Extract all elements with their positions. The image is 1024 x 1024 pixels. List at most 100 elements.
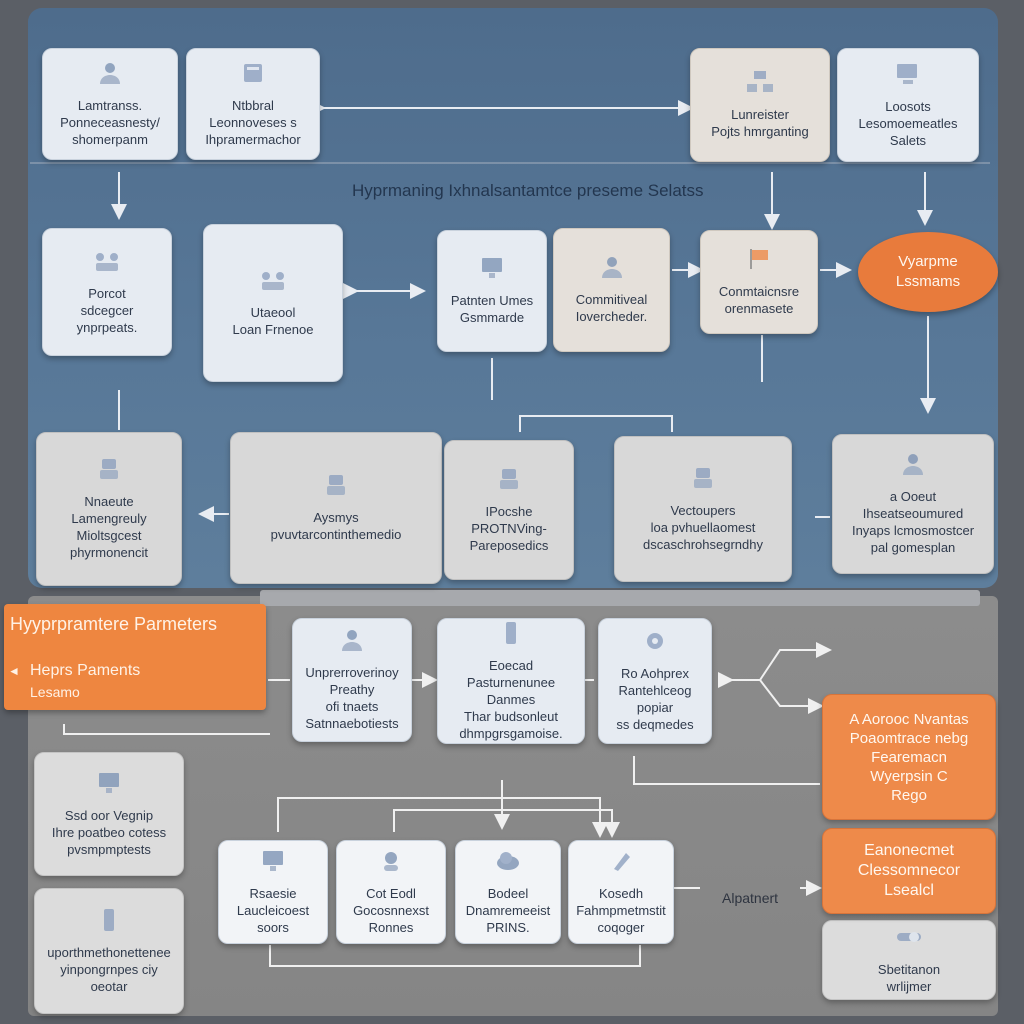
node-text-line: Nnaeute	[84, 494, 134, 509]
connector-arrow	[718, 642, 832, 688]
node-text-line: Utaeool	[250, 305, 296, 320]
node-text-line: Ihpramermachor	[205, 131, 301, 147]
node-text-line: wrlijmer	[886, 979, 932, 994]
node-text-line: Fearemacn	[871, 748, 947, 766]
node-text-line: Gsmmarde	[459, 310, 525, 325]
robot-icon	[688, 466, 718, 502]
cluster-icon	[258, 268, 288, 304]
banner-line: Heprs Paments	[30, 662, 141, 679]
node-text-line: IPocshe	[485, 503, 533, 519]
oval-line: Lssmams	[895, 273, 961, 290]
node-text-line: Dnamremeeist	[465, 902, 551, 918]
phone-icon	[496, 621, 526, 657]
flag-icon	[744, 247, 774, 283]
node-text-line: Satnnaebotiests	[305, 716, 399, 731]
node-text-line: Kosedh	[598, 885, 644, 901]
book-icon	[238, 61, 268, 97]
node-text-line: Porcot	[88, 285, 126, 301]
node-text-line: Poaomtrace nebg	[849, 729, 969, 747]
node-text-line: coqoger	[597, 919, 645, 935]
node-text-line: Pareposedics	[469, 537, 549, 553]
node-text-line: Danmes	[486, 691, 536, 707]
connector-arrow	[519, 415, 673, 432]
node-text-line: Aysmys	[313, 510, 359, 525]
parameters-banner[interactable]: Hyyprpramtere Parmeters ◄ Heprs Paments …	[4, 604, 266, 710]
node-text-line: Lunreister	[731, 107, 789, 122]
node-text-line: Fahmpmetmstit	[576, 902, 666, 918]
node-text-line: PRINS.	[486, 919, 530, 935]
phone-icon	[94, 908, 124, 944]
node-text-line: Gocosnnexst	[353, 902, 429, 918]
node-text-line: Rsaesie	[249, 885, 297, 901]
node-text-line: ynprpeats.	[76, 319, 138, 335]
node-text-line: Ronnes	[368, 919, 414, 935]
bullet-icon: ◄	[8, 664, 20, 678]
node-text-line: Eoecad	[488, 657, 534, 673]
node-text-line: Mioltsgcest	[76, 528, 142, 543]
pen-icon	[606, 849, 636, 885]
node-text-line: Lamengreuly	[71, 511, 147, 526]
node-text-line: Bodeel	[487, 885, 529, 901]
node-text-line: pvuvtarcontinthemedio	[270, 527, 402, 542]
node-text-line: Ssd oor Vegnip	[64, 807, 154, 823]
monitor-icon	[258, 849, 288, 885]
node-text-line: Vectoupers	[670, 502, 736, 518]
connector-arrow	[269, 945, 641, 967]
monitor-icon	[94, 771, 124, 807]
banner-title: Hyyprpramtere Parmeters	[10, 614, 218, 634]
node-text-line: Ihre poatbeo cotess	[51, 824, 167, 840]
connector-arrow	[277, 797, 608, 838]
node-text-line: a Ooeut	[889, 489, 937, 504]
node-text-line: Loosots	[885, 98, 931, 114]
node-text-line: Thar budsonleut	[464, 708, 558, 724]
switch-icon	[894, 925, 924, 961]
row1-node[interactable]: Lamtranss.Ponneceasnesty/shomerpanm	[42, 48, 178, 160]
person-icon	[95, 61, 125, 97]
row3-node[interactable]: Aysmys pvuvtarcontinthemedio	[230, 432, 442, 584]
node-text-line: Leonnoveses s	[209, 114, 297, 130]
node-text-line: Patnten Umes	[450, 293, 534, 308]
person-icon	[597, 255, 627, 291]
node-text-line: Salets	[889, 132, 927, 148]
node-text-line: dscaschrohsegrndhy	[643, 536, 763, 552]
divider-shelf	[260, 590, 980, 606]
node-text-line: PROTNVing-	[471, 520, 547, 536]
node-text-line: pvsmpmptests	[67, 841, 151, 857]
robot-icon	[321, 473, 351, 509]
node-text-line: ss deqmedes	[616, 717, 694, 732]
node-text-line: Inyaps lcmosmostcer	[851, 523, 975, 538]
node-text-line: loa pvhuellaomest	[650, 519, 756, 535]
node-text-line: sdcegcer	[80, 302, 134, 318]
node-text-line: dhmpgrsgamoise.	[459, 725, 563, 741]
computer-icon	[893, 62, 923, 98]
node-text-line: yinpongrnpes ciy	[60, 961, 158, 977]
node-text-line: Loan Frnenoe	[232, 322, 314, 337]
oval-node[interactable]: Vyarpme Lssmams	[858, 232, 998, 312]
node-text-line: Laucleicoest	[236, 902, 310, 918]
